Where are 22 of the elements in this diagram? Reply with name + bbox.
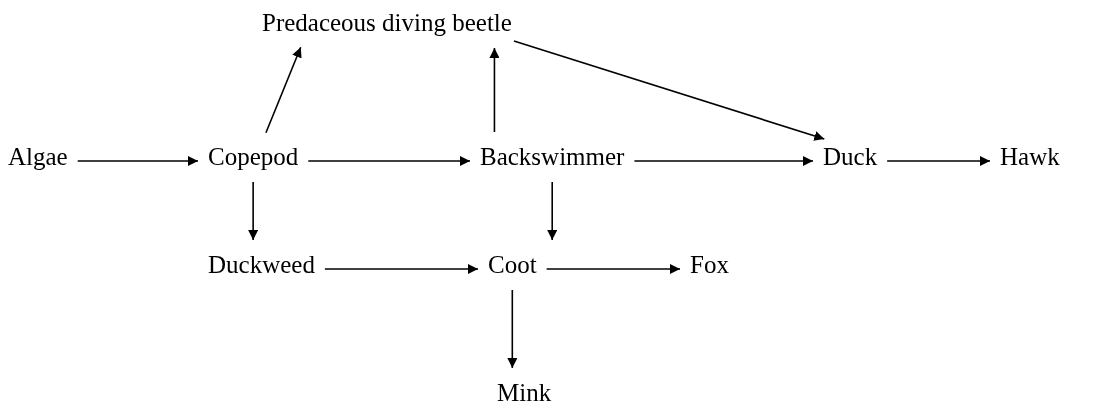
arrow: [489, 47, 500, 133]
node-label: Fox: [690, 250, 729, 280]
arrow: [507, 289, 518, 369]
arrow: [545, 264, 681, 274]
arrow: [307, 156, 471, 166]
node-label: Copepod: [208, 142, 299, 172]
node-label: Predaceous diving beetle: [262, 8, 512, 38]
arrow: [265, 46, 302, 134]
node-label: Coot: [488, 250, 537, 280]
node-label: Mink: [497, 378, 552, 408]
arrow: [324, 264, 479, 274]
arrow: [248, 181, 259, 241]
node-label: Duck: [823, 142, 878, 172]
node-label: Backswimmer: [480, 142, 625, 172]
arrow: [547, 181, 558, 241]
arrow: [76, 156, 199, 166]
node-label: Hawk: [1000, 142, 1060, 172]
node-label: Duckweed: [208, 250, 315, 280]
arrow: [633, 156, 814, 166]
arrow: [513, 40, 826, 141]
arrow: [886, 156, 991, 166]
node-label: Algae: [8, 142, 68, 172]
